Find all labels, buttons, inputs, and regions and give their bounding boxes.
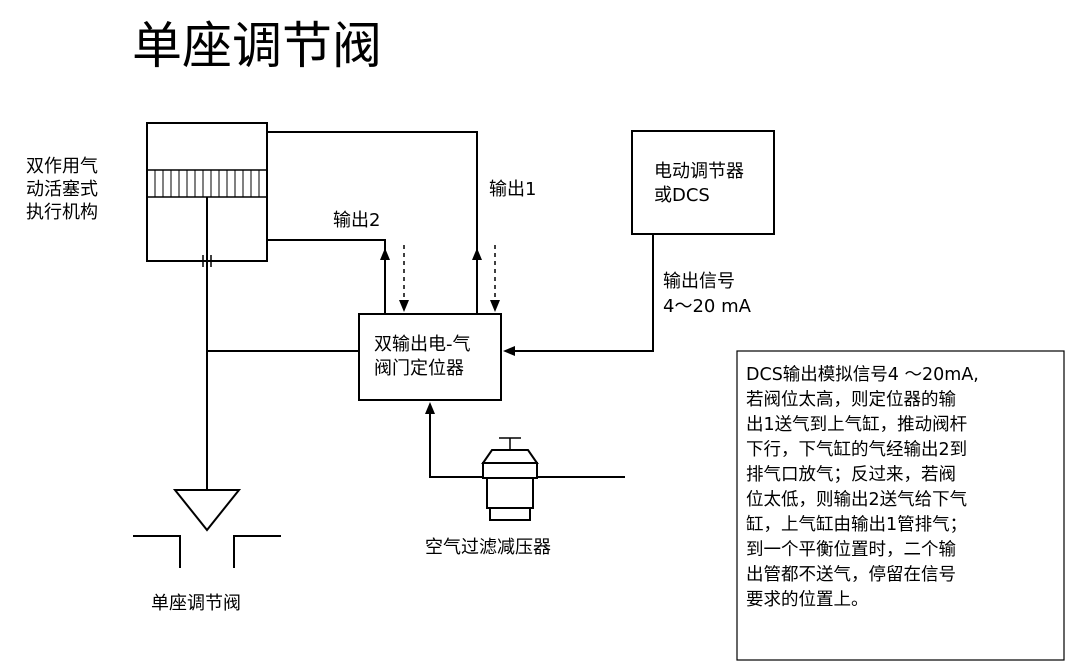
positioner-box [358, 313, 502, 401]
page-title: 单座调节阀 [132, 17, 382, 75]
controller-box [631, 130, 775, 235]
signal-label-line-1: 输出信号 [663, 271, 735, 292]
valve-seat-right [233, 535, 281, 568]
actuator-label: 双作用气 动活塞式 执行机构 [26, 156, 98, 223]
valve-seat-left [133, 535, 181, 568]
stem-seal [194, 255, 220, 267]
positioner-label-line-1: 双输出电-气 [374, 334, 471, 355]
output-1-label: 输出1 [489, 179, 536, 200]
actuator-label-line-3: 执行机构 [26, 202, 98, 223]
output-1-arrow [472, 248, 482, 260]
explanation-text: DCS输出模拟信号4 ～20mA, 若阀位太高，则定位器的输出1送气到上气缸，推动… [746, 365, 979, 610]
valve-plug [172, 489, 242, 532]
output-1-exhaust-arrow [490, 300, 500, 312]
output-2-exhaust-arrow [399, 300, 409, 312]
explanation-line: DCS输出模拟信号4 ～20mA, [746, 365, 979, 385]
actuator-label-line-2: 动活塞式 [26, 179, 98, 200]
explanation-line: 下行，下气缸的气经输出2到 [746, 439, 967, 460]
output-2-line [267, 239, 386, 313]
explanation-line: 要求的位置上。 [746, 590, 869, 610]
output-2-arrow [380, 248, 390, 260]
explanation-line: 出管都不送气，停留在信号 [746, 565, 956, 585]
explanation-line: 排气口放气；反过来，若阀 [746, 465, 956, 485]
regulator-label: 空气过滤减压器 [425, 537, 551, 558]
signal-label-line-2: 4～20 mA [663, 296, 752, 317]
output-2-label: 输出2 [333, 210, 380, 231]
positioner-label-line-2: 阀门定位器 [374, 358, 464, 379]
controller-label-line-2: 或DCS [654, 185, 710, 206]
explanation-box [736, 350, 1065, 661]
valve-label: 单座调节阀 [151, 593, 241, 614]
explanation-line: 若阀位太高，则定位器的输 [746, 390, 956, 410]
controller-label-line-1: 电动调节器 [654, 161, 744, 182]
signal-arrow [503, 346, 515, 356]
actuator-label-line-1: 双作用气 [26, 156, 98, 177]
piston-hatching [154, 170, 260, 197]
air-filter-regulator [481, 437, 539, 521]
explanation-line: 到一个平衡位置时，二个输 [746, 540, 956, 560]
explanation-line: 出1送气到上气缸，推动阀杆 [746, 414, 967, 435]
signal-line [515, 234, 654, 352]
explanation-line: 位太低，则输出2送气给下气 [746, 490, 967, 510]
air-to-positioner-arrow [425, 402, 435, 414]
air-supply-to-positioner [429, 414, 485, 478]
explanation-line: 缸，上气缸由输出1管排气； [746, 514, 967, 535]
